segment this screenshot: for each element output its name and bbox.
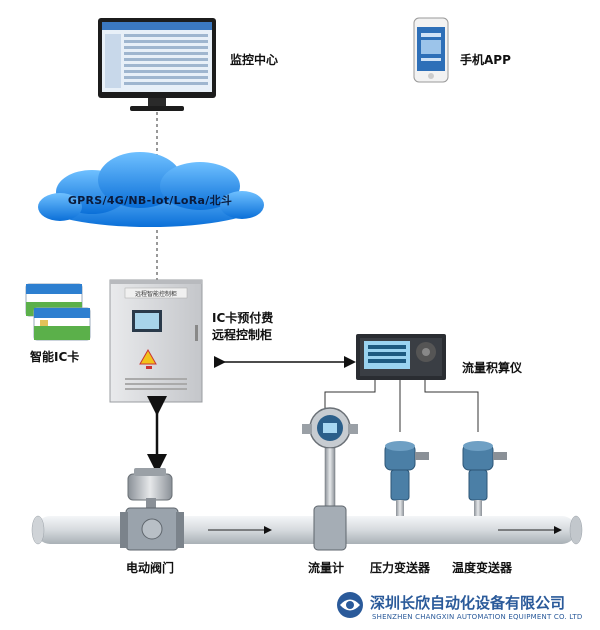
company-name-en: SHENZHEN CHANGXIN AUTOMATION EQUIPMENT C… [372,613,583,621]
label-monitor-center: 监控中心 [230,52,278,67]
cabinet-plate: 远程智能控制柜 [135,290,177,298]
label-ic-card: 智能IC卡 [29,349,79,364]
label-cabinet-line1: IC卡预付费 [212,310,273,325]
pressure-transmitter-icon [384,441,429,516]
monitor-icon [98,18,216,111]
company-name: 深圳长欣自动化设备有限公司 [370,594,566,612]
label-mobile-app: 手机APP [460,52,511,67]
ic-card-icon [25,283,91,341]
label-cabinet-line2: 远程控制柜 [212,327,272,342]
signal-wires [324,380,479,432]
label-pressure-transmitter: 压力变送器 [370,560,431,575]
label-network: GPRS/4G/NB-Iot/LoRa/北斗 [67,194,233,207]
control-cabinet: 远程智能控制柜 [109,279,203,403]
label-flow-meter: 流量计 [308,560,344,575]
phone-icon [413,17,449,83]
label-temperature-transmitter: 温度变送器 [452,560,513,575]
electric-valve-icon [120,468,184,551]
cloud-icon [38,152,264,227]
temperature-transmitter-icon [462,441,507,516]
label-flow-totalizer: 流量积算仪 [462,360,523,375]
flow-meter-icon [302,407,358,551]
company-logo-icon [337,592,363,618]
label-electric-valve: 电动阀门 [126,560,174,575]
flow-totalizer [356,334,446,380]
